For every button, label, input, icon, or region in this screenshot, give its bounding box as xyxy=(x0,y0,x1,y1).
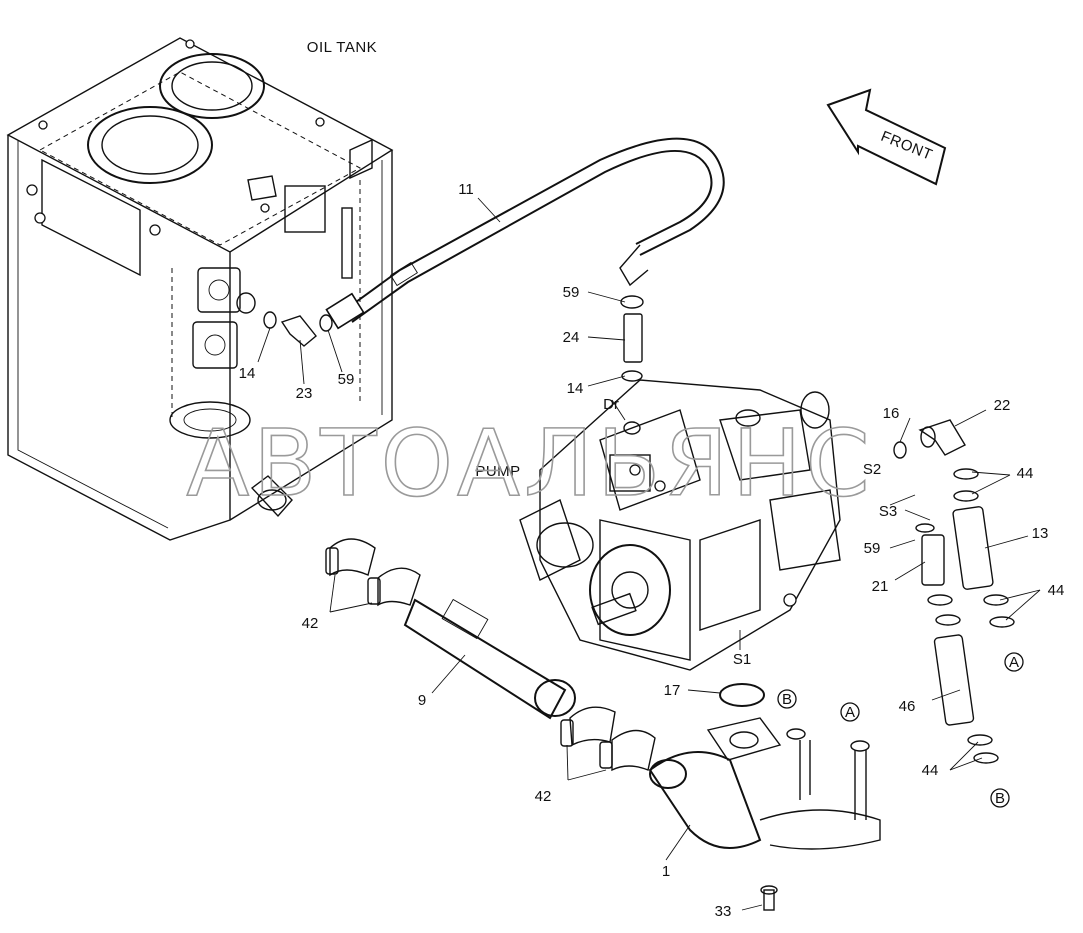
oil-tank xyxy=(6,37,394,541)
part-59-label-top: 59 xyxy=(563,284,580,301)
connector-a-pipe: A xyxy=(845,704,855,721)
port-s2-label: S2 xyxy=(863,461,881,478)
leader-lines xyxy=(257,197,1041,911)
pump-title: PUMP xyxy=(475,463,520,480)
connector-markers: A B A B xyxy=(777,652,1024,808)
part-44-label-bottom: 44 xyxy=(922,762,939,779)
tank-fittings xyxy=(236,292,333,347)
pump-assembly xyxy=(519,379,841,671)
part-11-label: 11 xyxy=(458,181,474,198)
right-parts xyxy=(893,419,1015,764)
oil-tank-title: OIL TANK xyxy=(307,39,377,56)
front-arrow-icon: FRONT xyxy=(826,88,947,186)
part-59-label-tank: 59 xyxy=(338,371,355,388)
watermark-text: АВТОАЛЬЯНС xyxy=(186,410,873,517)
port-s3-label: S3 xyxy=(879,503,897,520)
connector-b-pipe: B xyxy=(782,691,792,708)
drain-fittings xyxy=(620,295,644,382)
part-46-label: 46 xyxy=(899,698,916,715)
part-22-label: 22 xyxy=(994,397,1011,414)
part-59-label-right: 59 xyxy=(864,540,881,557)
front-label: FRONT xyxy=(878,128,935,164)
part-9-label: 9 xyxy=(418,692,426,709)
suction-parts xyxy=(325,538,881,911)
part-42-label-lower: 42 xyxy=(535,788,552,805)
hose-11 xyxy=(325,137,725,330)
port-s1-label: S1 xyxy=(733,651,751,668)
part-21-label: 21 xyxy=(872,578,889,595)
part-17-label: 17 xyxy=(664,682,681,699)
part-13-label: 13 xyxy=(1032,525,1049,542)
part-24-label: 24 xyxy=(563,329,580,346)
part-14-label-tank: 14 xyxy=(239,365,256,382)
port-dr-label: Dr xyxy=(603,396,619,413)
connector-a-hose: A xyxy=(1009,654,1019,671)
connector-b-hose: B xyxy=(995,790,1005,807)
part-14-label-pump: 14 xyxy=(567,380,584,397)
part-33-label: 33 xyxy=(715,903,732,920)
part-23-label: 23 xyxy=(296,385,313,402)
part-1-label: 1 xyxy=(662,863,670,880)
part-44-label-mid: 44 xyxy=(1048,582,1065,599)
part-44-label-top: 44 xyxy=(1017,465,1034,482)
part-42-label-upper: 42 xyxy=(302,615,319,632)
part-16-label: 16 xyxy=(883,405,900,422)
